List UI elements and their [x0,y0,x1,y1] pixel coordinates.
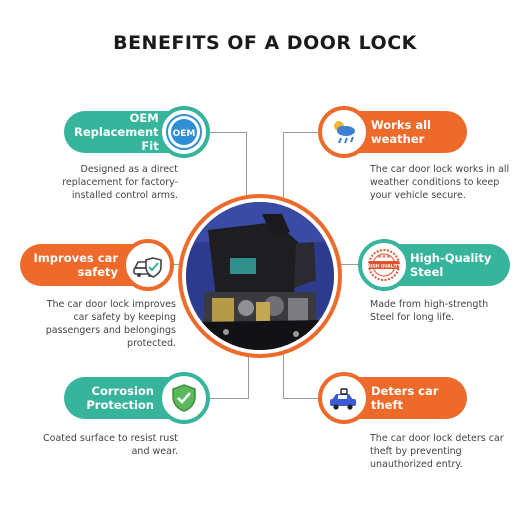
connector-left-vertical [246,132,247,210]
quality-stamp-icon: HIGH QUALITY ★★★ [358,239,410,291]
car-shield-icon [122,239,174,291]
oem-seal-icon: OEM [158,106,210,158]
benefit-theft-label: Deters car theft [371,384,439,412]
connector-right-vertical [283,132,284,210]
weather-icon [318,106,370,158]
svg-text:★★★: ★★★ [377,254,391,260]
connector-left-bottom-vertical [248,346,249,398]
svg-text:OEM: OEM [173,129,196,139]
benefit-weather-description: The car door lock works in all weather c… [370,164,510,201]
car-theft-icon [318,372,370,424]
benefit-steel-description: Made from high-strength Steel for long l… [370,299,489,323]
connector-right-mid [334,264,364,265]
shield-check-icon [158,372,210,424]
connector-right-bottom-vertical [283,346,284,398]
connector-left-top [200,132,246,133]
benefit-oem-description: Designed as a direct replacement for fac… [62,164,178,201]
benefit-corrosion-description: Coated surface to resist rust and wear. [43,433,178,457]
benefit-oem-label: OEM Replacement Fit [74,111,159,153]
connector-right-bottom [283,398,331,399]
connector-left-bottom [200,398,249,399]
benefit-steel-label: High-Quality Steel [410,251,492,279]
page-title: BENEFITS OF A DOOR LOCK [113,32,417,54]
benefit-safety-label: Improves car safety [33,251,118,279]
connector-left-mid [168,264,186,265]
connector-right-top [283,132,331,133]
svg-text:HIGH QUALITY: HIGH QUALITY [367,264,402,269]
benefit-safety-description: The car door lock improves car safety by… [45,299,176,349]
benefit-weather-label: Works all weather [371,118,431,146]
benefit-corrosion-label: Corrosion Protection [86,384,154,412]
benefit-theft-description: The car door lock deters car theft by pr… [370,433,504,470]
door-lock-actuator-photo [186,202,334,350]
